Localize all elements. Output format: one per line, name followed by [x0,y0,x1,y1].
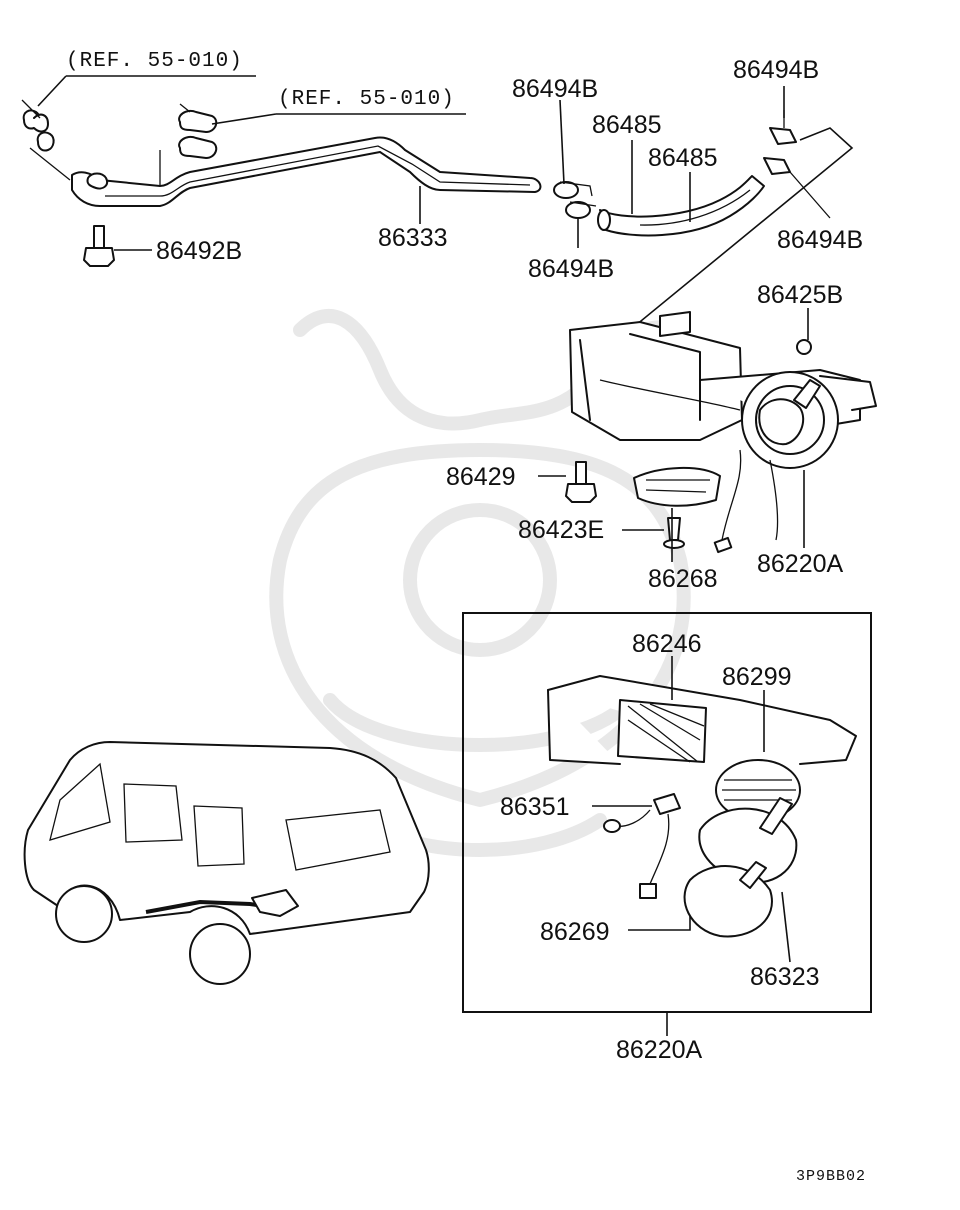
lead-lines [37,75,809,1036]
label-86494B-top-left: 86494B [512,75,598,103]
label-86494B-bottom: 86494B [528,255,614,283]
label-86423E: 86423E [518,516,604,544]
assembly-lead-line [629,127,854,331]
van-outline [23,741,430,985]
clamps-86494B-left [553,181,597,219]
ref-label-1: (REF. 55-010) [66,50,243,73]
label-86333: 86333 [378,224,448,252]
label-86425B: 86425B [757,281,843,309]
bolt-86492B [83,225,115,267]
label-86323: 86323 [750,963,820,991]
label-86220A-lower: 86220A [616,1036,703,1064]
label-86220A-upper: 86220A [757,550,844,578]
label-86269: 86269 [540,918,610,946]
label-86494B-top-right: 86494B [733,56,819,84]
bolt-86429 [565,461,597,503]
heater-unit-assembly [569,311,877,554]
label-86268: 86268 [648,565,718,593]
inset-heater-unit [547,675,857,938]
duct-86268 [633,467,721,507]
inset-resistor-86351 [603,793,681,899]
label-86494B-right: 86494B [777,226,863,254]
ref-hose-upper-left [21,99,71,181]
label-86246: 86246 [632,630,702,658]
hose-86485 [597,175,765,237]
label-86492B: 86492B [156,237,242,265]
diagram-code: 3P9BB02 [796,1168,866,1185]
heater-pipe-86333 [71,136,542,207]
label-86351: 86351 [500,793,570,821]
label-86429: 86429 [446,463,516,491]
label-86485-b: 86485 [648,144,718,172]
ref-label-2: (REF. 55-010) [278,88,455,111]
clamps-86494B-right [763,110,831,219]
label-86299: 86299 [722,663,792,691]
label-86485-a: 86485 [592,111,662,139]
ref-hose-upper-mid [159,103,218,190]
screw-86423E [663,517,685,549]
